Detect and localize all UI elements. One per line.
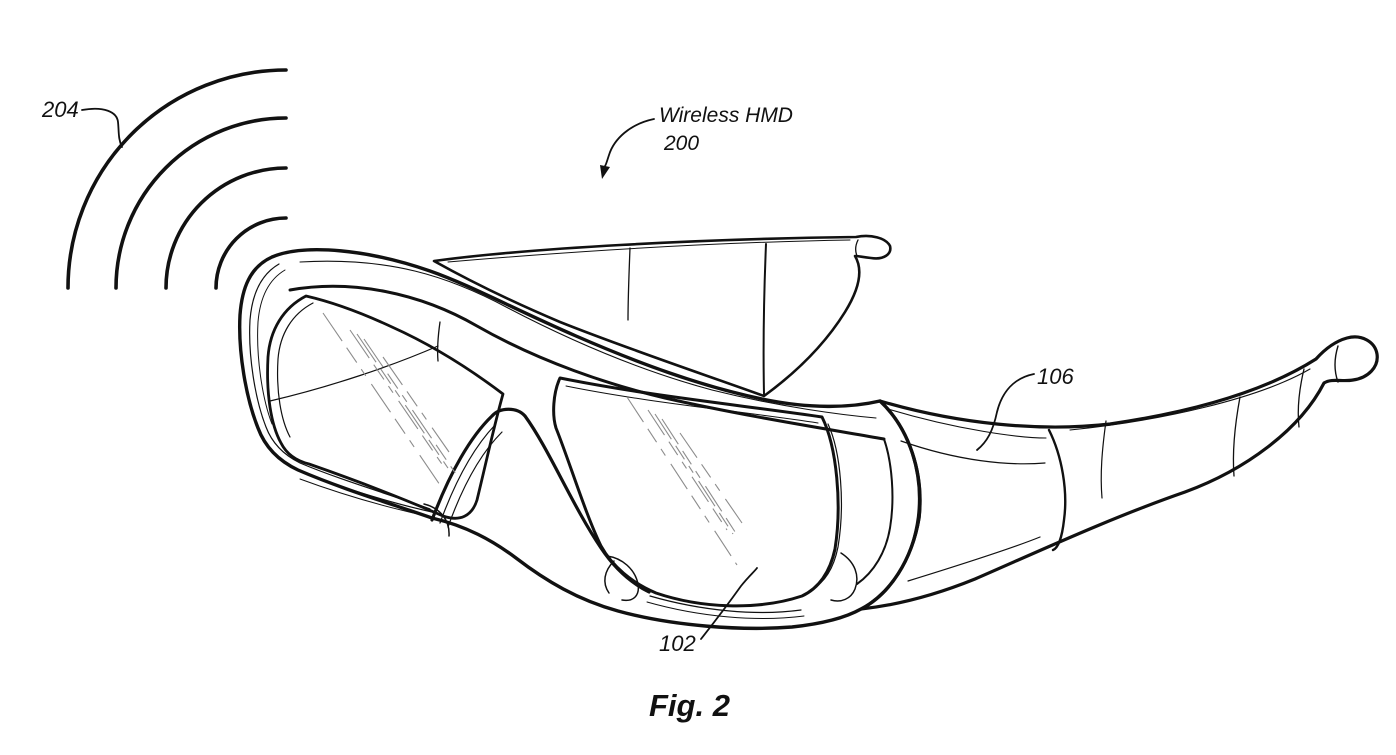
lens-hatching-right (626, 396, 743, 566)
hatch-line (679, 432, 743, 524)
label-200: 200 (663, 132, 699, 155)
nose-bridge-bevel-3 (532, 428, 606, 553)
right-lens-bottom-bevel-1 (649, 595, 802, 614)
left-temple-top-bevel (447, 239, 851, 263)
signal-arc-2 (114, 116, 288, 290)
temple-top-bevel-rear (1069, 368, 1311, 431)
hatch-line (356, 333, 453, 475)
hatch-line (382, 356, 450, 453)
temple-division-line-1 (1232, 396, 1241, 477)
leader-wireless-hmd-arrow (604, 118, 655, 167)
left-lens-inner-bevel (276, 302, 314, 438)
left-frame-bevel-2 (257, 269, 286, 425)
arrowhead-wireless-hmd (600, 165, 610, 179)
top-bar-inner-edge (288, 284, 886, 441)
left-temple-division-line (627, 247, 631, 321)
left-temple-hinge-line (762, 243, 767, 395)
hatch-line (363, 338, 459, 478)
label-wireless-hmd: Wireless HMD (659, 104, 793, 127)
lens-hatching-left (322, 312, 459, 486)
left-lens-bottom-bevel-1 (302, 472, 433, 513)
temple-tip-cap-line (1334, 345, 1339, 383)
label-106: 106 (1037, 364, 1074, 389)
label-102: 102 (659, 631, 696, 656)
hatch-line (626, 396, 738, 566)
left-temple-tip-cap-line (854, 239, 859, 257)
hatch-line (654, 413, 734, 535)
temple-top-bevel-front (887, 408, 1047, 439)
hatch-line (661, 418, 740, 539)
temple-waist-crease-upper (900, 440, 1046, 465)
leader-102 (700, 567, 758, 640)
left-frame-bevel-1 (249, 263, 431, 510)
signal-arc-inner (214, 216, 288, 290)
wireless-signal-arcs (66, 68, 288, 290)
right-lens-top-bevel (565, 385, 819, 424)
leader-204 (81, 107, 123, 148)
hmd-glasses-drawing (237, 234, 1379, 631)
frame-inner-right-edge (856, 438, 894, 585)
frame-end-cap-arc (859, 399, 921, 611)
signal-arc-outer (66, 68, 288, 290)
leader-106 (976, 373, 1035, 451)
nose-bridge-bevel-2 (447, 431, 503, 528)
leader-lines (81, 107, 1035, 640)
label-204: 204 (41, 97, 79, 122)
figure-labels: 204 Wireless HMD 200 106 102 Fig. 2 (41, 97, 1074, 723)
temple-division-line-2 (1297, 368, 1305, 428)
right-lens-band-cap-left (604, 560, 615, 594)
top-bar-thin-bevel (299, 260, 877, 419)
signal-arc-3 (164, 166, 288, 290)
right-lens-bottom-bevel-2 (646, 601, 805, 619)
temple-waist-crease-lower (907, 536, 1041, 582)
temple-hinge-thin-line (1100, 420, 1107, 499)
left-lens-crease-line (269, 345, 439, 402)
nose-bridge-bevel-1 (439, 424, 496, 524)
left-lens-bottom-bevel-2 (299, 478, 432, 518)
hatch-line (647, 409, 728, 531)
figure-caption: Fig. 2 (649, 688, 730, 723)
frame-outline (237, 248, 922, 631)
hatch-line (349, 329, 447, 471)
hatch-line (322, 312, 441, 486)
right-lens-band-cap-right (830, 552, 858, 602)
top-bar-division-line (436, 321, 441, 362)
temple-hinge-curve (1047, 428, 1067, 552)
right-temple-silhouette (859, 335, 1379, 611)
left-temple-silhouette (432, 234, 892, 398)
right-lens-edge-bevel (810, 423, 843, 591)
right-lens-opening (552, 376, 840, 608)
